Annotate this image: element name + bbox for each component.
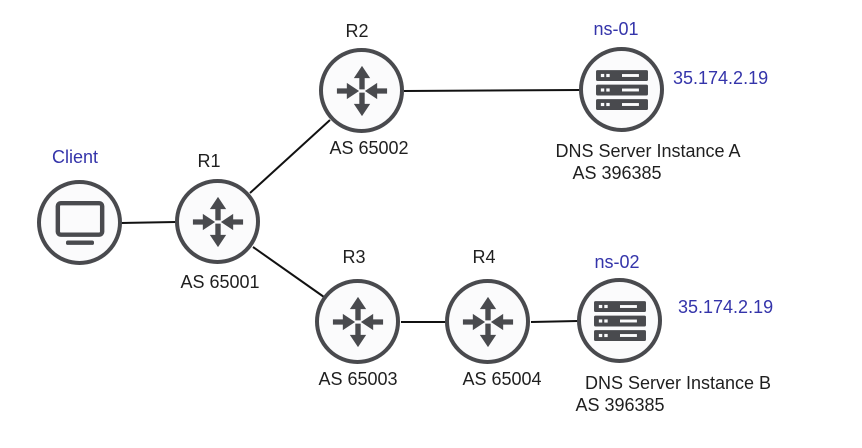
r2-as-label: AS 65002 [329, 138, 409, 158]
ns02-ip-label: 35.174.2.19 [678, 297, 774, 317]
router-r3-node [315, 279, 400, 364]
r1-label: R1 [197, 151, 221, 171]
router-icon [192, 196, 243, 247]
r3-as-label: AS 65003 [318, 369, 398, 389]
link-r2-ns01 [403, 89, 581, 92]
dns-server-b-node [577, 278, 662, 363]
server-icon [593, 300, 646, 341]
router-icon [332, 296, 383, 347]
link-r4-ns02 [530, 320, 579, 323]
ns01-as-label: AS 396385 [572, 163, 662, 183]
link-r1-r2 [249, 119, 331, 194]
router-r4-node [445, 279, 530, 364]
router-icon [336, 65, 387, 116]
r3-label: R3 [342, 247, 366, 267]
router-icon [462, 296, 513, 347]
client-node [37, 180, 122, 265]
router-r2-node [319, 48, 404, 133]
client-label: Client [51, 147, 99, 167]
ns02-label: ns-02 [594, 252, 640, 272]
link-client-r1 [120, 221, 177, 224]
ns02-as-label: AS 396385 [575, 395, 665, 415]
server-icon [595, 69, 648, 110]
link-r1-r3 [252, 246, 325, 298]
ns01-ip-label: 35.174.2.19 [673, 68, 769, 88]
ns01-label: ns-01 [593, 19, 639, 39]
r4-as-label: AS 65004 [462, 369, 542, 389]
monitor-icon [55, 200, 104, 245]
ns01-title: DNS Server Instance A [555, 141, 741, 161]
router-r1-node [175, 179, 260, 264]
r4-label: R4 [472, 247, 496, 267]
r1-as-label: AS 65001 [180, 272, 260, 292]
ns02-title: DNS Server Instance B [584, 373, 772, 393]
r2-label: R2 [345, 21, 369, 41]
dns-server-a-node [579, 47, 664, 132]
